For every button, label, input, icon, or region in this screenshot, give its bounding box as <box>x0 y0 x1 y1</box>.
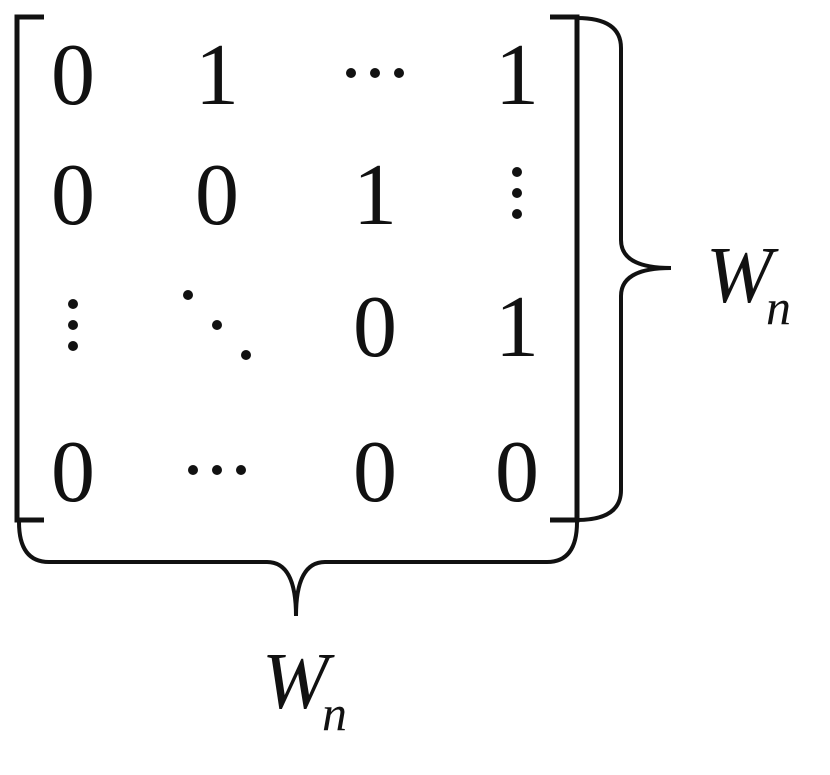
vertical-ellipsis-dot <box>68 320 78 330</box>
matrix-entry-r2-c3: 1 <box>353 147 397 244</box>
horizontal-ellipsis-dot <box>346 68 356 78</box>
right-bracket <box>550 14 580 523</box>
matrix-entry-r3-c1 <box>68 299 78 351</box>
horizontal-ellipsis-dot <box>370 68 380 78</box>
horizontal-ellipsis-dot <box>236 465 246 475</box>
matrix-entry-r2-c1: 0 <box>51 147 95 244</box>
matrix-entry-r1-c1: 0 <box>51 27 95 124</box>
matrix-entry-r1-c4: 1 <box>495 27 539 124</box>
horizontal-ellipsis-dot <box>188 465 198 475</box>
matrix-entry-value: 0 <box>495 424 539 521</box>
matrix-entries: 0 1 1 0 0 1 0 1 0 0 0 <box>51 27 539 521</box>
vertical-ellipsis-dot <box>68 341 78 351</box>
matrix-entry-r4-c1: 0 <box>51 424 95 521</box>
matrix-entry-value: 0 <box>353 279 397 376</box>
right-label-subscript: n <box>766 279 791 335</box>
bottom-curly-brace <box>17 521 579 617</box>
matrix-entry-value: 1 <box>353 147 397 244</box>
left-bracket <box>14 14 44 523</box>
diagonal-ellipsis-dot <box>212 320 222 330</box>
matrix-entry-value: 0 <box>51 147 95 244</box>
horizontal-ellipsis-dot <box>212 465 222 475</box>
diagonal-ellipsis-dot <box>183 290 193 300</box>
matrix-entry-r3-c2 <box>183 290 251 360</box>
matrix-entry-value: 0 <box>51 27 95 124</box>
matrix-entry-r4-c2 <box>188 465 246 475</box>
matrix-entry-value: 0 <box>195 147 239 244</box>
bottom-label-main: W <box>262 638 335 726</box>
vertical-ellipsis-dot <box>68 299 78 309</box>
matrix-entry-r3-c3: 0 <box>353 279 397 376</box>
matrix-entry-r2-c4 <box>512 167 522 219</box>
vertical-ellipsis-dot <box>512 167 522 177</box>
matrix-entry-value: 0 <box>51 424 95 521</box>
matrix-entry-r3-c4: 1 <box>495 279 539 376</box>
matrix-entry-r1-c2: 1 <box>195 27 239 124</box>
vertical-ellipsis-dot <box>512 209 522 219</box>
matrix-entry-r4-c4: 0 <box>495 424 539 521</box>
vertical-ellipsis-dot <box>512 188 522 198</box>
matrix-entry-r4-c3: 0 <box>353 424 397 521</box>
matrix-entry-value: 0 <box>353 424 397 521</box>
matrix-entry-value: 1 <box>195 27 239 124</box>
right-curly-brace <box>576 16 672 522</box>
diagonal-ellipsis-dot <box>241 350 251 360</box>
matrix-entry-value: 1 <box>495 279 539 376</box>
matrix-entry-r1-c3 <box>346 68 404 78</box>
matrix-entry-value: 1 <box>495 27 539 124</box>
right-label-main: W <box>706 232 779 320</box>
bottom-label-subscript: n <box>322 685 347 741</box>
matrix-entry-r2-c2: 0 <box>195 147 239 244</box>
horizontal-ellipsis-dot <box>394 68 404 78</box>
